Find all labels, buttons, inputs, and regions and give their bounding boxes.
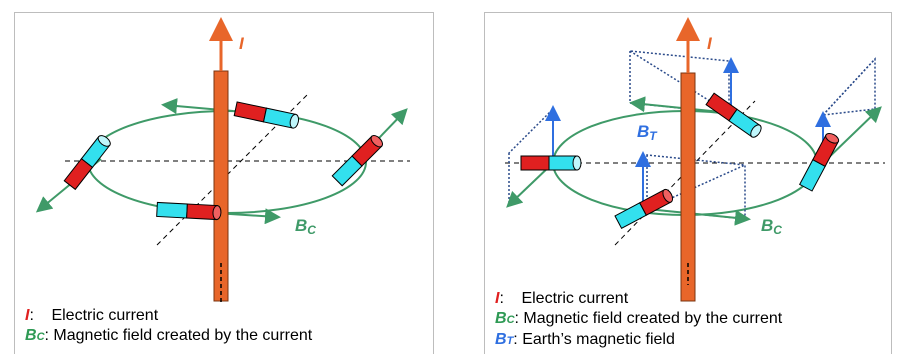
diagram-panel-right: I BT BC I: Electr: [484, 12, 892, 354]
compass-needle-bottom: [156, 201, 222, 221]
legend-row-current: I: Electric current: [495, 290, 629, 307]
compass-needle-left: [520, 155, 582, 171]
compass-needle-bottom: [614, 188, 674, 230]
current-label: I: [707, 34, 713, 53]
compass-needle-left: [63, 135, 111, 191]
compass-needle-top: [705, 92, 762, 138]
legend-row-field: BC: Magnetic field created by the curren…: [25, 327, 313, 344]
current-label: I: [239, 34, 245, 53]
diagram-panel-left: I BC I: Electric curre: [14, 12, 434, 354]
earth-field-label: BT: [637, 122, 658, 143]
legend-row-earth-field: BT: Earth’s magnetic field: [495, 331, 675, 348]
legend-row-current: I: Electric current: [25, 307, 159, 324]
tangent-arrow-bottom: [646, 208, 751, 226]
legend-right: I: Electric current BC: Magnetic field c…: [495, 289, 782, 351]
left-diagram: I BC: [35, 17, 410, 305]
right-diagram: I BT BC: [505, 17, 885, 302]
field-label: BC: [761, 216, 782, 237]
compass-needle-right: [331, 135, 383, 187]
legend-left: I: Electric current BC: Magnetic field c…: [25, 306, 312, 347]
legend-row-field: BC: Magnetic field created by the curren…: [495, 310, 783, 327]
compass-needle-top: [233, 101, 300, 129]
tangent-arrow-right: [822, 106, 882, 164]
compass-needle-right: [798, 132, 840, 192]
field-label: BC: [295, 216, 316, 237]
